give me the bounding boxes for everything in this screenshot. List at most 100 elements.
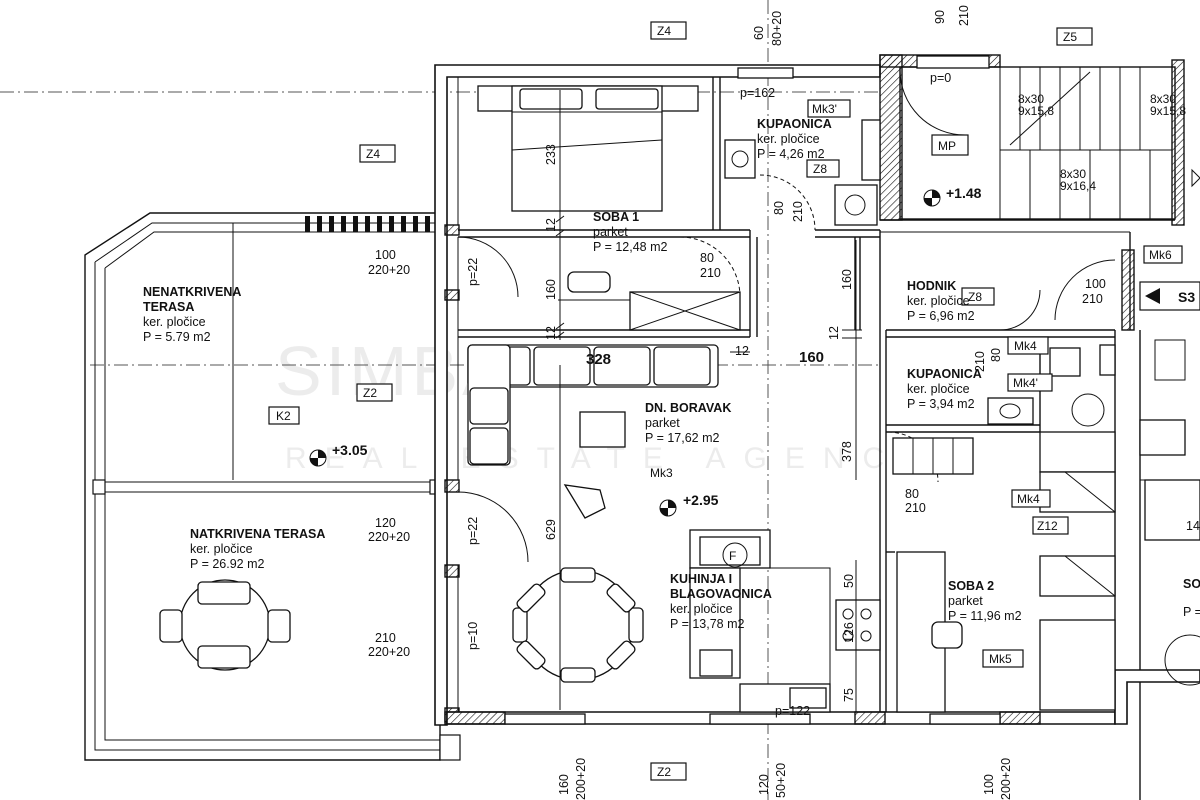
dim-100r: 100	[1085, 277, 1106, 291]
dim-p162: p=162	[740, 86, 775, 100]
dim-210a: 210	[791, 201, 805, 222]
room-nenatkrivena-name1: NENATKRIVENA	[143, 285, 241, 299]
room-hodnik-finish: ker. pločice	[907, 294, 970, 308]
tag-k2: K2	[276, 409, 291, 423]
dining-table	[512, 567, 644, 683]
room-kupaonica1-area: P = 4,26 m2	[757, 147, 825, 161]
room-natkrivena-name: NATKRIVENA TERASA	[190, 527, 325, 541]
dim-160v: 160	[840, 269, 854, 290]
dim-b120: 120	[757, 774, 771, 795]
right-room-fixtures	[1139, 339, 1200, 686]
tag-mk3: Mk3	[650, 466, 673, 480]
dim-12a: 12	[544, 218, 558, 232]
room-soba2-area: P = 11,96 m2	[948, 609, 1022, 623]
dim-210c: 210	[905, 501, 926, 515]
room-natkrivena-finish: ker. pločice	[190, 542, 253, 556]
dim-p122: p=122	[775, 704, 810, 718]
dim-233: 233	[544, 144, 558, 165]
doors	[457, 69, 1116, 700]
room-kuhinja-finish: ker. pločice	[670, 602, 733, 616]
dim-80c: 80	[905, 487, 919, 501]
dim-stair2b: 9x15,8	[1150, 104, 1186, 118]
windows	[504, 55, 1001, 725]
dim-80b: 80	[700, 251, 714, 265]
tag-z8-hall: Z8	[968, 290, 982, 304]
dim-328: 328	[586, 351, 611, 368]
tag-mk4-hall: Mk4	[1014, 339, 1037, 353]
tag-mk4-room: Mk4	[1017, 492, 1040, 506]
dim-stair3b: 9x16,4	[1060, 179, 1096, 193]
dim-top-90: 90	[933, 10, 947, 24]
dim-stair2: 8x30	[1150, 92, 1176, 106]
room-soba2-name: SOBA 2	[948, 579, 994, 593]
label-so: SO	[1183, 577, 1200, 591]
sofa	[467, 344, 719, 466]
room-natkrivena-area: P = 26.92 m2	[190, 557, 265, 571]
dim-b200-20b: 200+20	[999, 758, 1013, 800]
dim-210b: 210	[700, 266, 721, 280]
dim-220-20a: 220+20	[368, 263, 410, 277]
dim-80r: 80	[989, 348, 1003, 362]
bathroom-1-fixtures	[724, 119, 881, 226]
room-nenatkrivena-finish: ker. pločice	[143, 315, 206, 329]
dim-378: 378	[840, 441, 854, 462]
dim-160h: 160	[799, 349, 824, 366]
dim-210rr: 210	[973, 351, 987, 372]
desk-soba-1	[558, 271, 741, 331]
room-soba1-name: SOBA 1	[593, 210, 639, 224]
dim-160a: 160	[544, 279, 558, 300]
tag-mk4p: Mk4'	[1013, 376, 1038, 390]
room-kuhinja-name2: BLAGOVAONICA	[670, 587, 772, 601]
room-soba2-finish: parket	[948, 594, 983, 608]
dim-14: 14	[1186, 519, 1200, 533]
dim-top-80-20: 80+20	[770, 11, 784, 46]
room-nenatkrivena-area: P = 5.79 m2	[143, 330, 211, 344]
dim-50: 50	[842, 574, 856, 588]
railing-posts	[305, 216, 430, 232]
level-markers	[309, 189, 941, 517]
room-hodnik-name: HODNIK	[907, 279, 956, 293]
kitchen	[689, 529, 881, 713]
terrace-table	[159, 579, 291, 671]
room-boravak-area: P = 17,62 m2	[645, 431, 720, 445]
dim-80a: 80	[772, 201, 786, 215]
dim-b50-20: 50+20	[774, 763, 788, 798]
dim-p0: p=0	[930, 71, 951, 85]
terrace-outline	[84, 212, 461, 761]
dim-220-20b: 220+20	[368, 530, 410, 544]
armchair	[563, 484, 606, 519]
arrow-icon	[1145, 288, 1160, 304]
bed-soba-1	[477, 85, 699, 212]
room-hodnik-area: P = 6,96 m2	[907, 309, 975, 323]
dim-p10: p=10	[466, 622, 480, 650]
dim-b100: 100	[982, 774, 996, 795]
room-kuhinja-name1: KUHINJA I	[670, 572, 732, 586]
interior-walls	[458, 77, 1115, 553]
dim-220-20c: 220+20	[368, 645, 410, 659]
tag-z4-top: Z4	[657, 24, 671, 38]
tag-z8-bath: Z8	[813, 162, 827, 176]
room-kuhinja-area: P = 13,78 m2	[670, 617, 745, 631]
dim-126: 126	[842, 622, 856, 643]
dim-210r: 210	[1082, 292, 1103, 306]
tag-z2-left: Z2	[363, 386, 377, 400]
room-nenatkrivena-name2: TERASA	[143, 300, 194, 314]
dim-75: 75	[842, 688, 856, 702]
room-kupaonica2-finish: ker. pločice	[907, 382, 970, 396]
dim-120: 120	[375, 516, 396, 530]
room-boravak-name: DN. BORAVAK	[645, 401, 731, 415]
dim-b200-20: 200+20	[574, 758, 588, 800]
dim-b160: 160	[557, 774, 571, 795]
dimension-ticks	[555, 90, 862, 712]
tag-z4-left: Z4	[366, 147, 380, 161]
dim-210: 210	[375, 631, 396, 645]
room-kupaonica1-name: KUPAONICA	[757, 117, 832, 131]
room-soba1-finish: parket	[593, 225, 628, 239]
tag-z5: Z5	[1063, 30, 1077, 44]
room-kupaonica2-area: P = 3,94 m2	[907, 397, 975, 411]
hall-storage	[892, 431, 1116, 711]
stairs	[999, 67, 1200, 220]
dim-12b: 12	[544, 326, 558, 340]
dim-629: 629	[544, 519, 558, 540]
